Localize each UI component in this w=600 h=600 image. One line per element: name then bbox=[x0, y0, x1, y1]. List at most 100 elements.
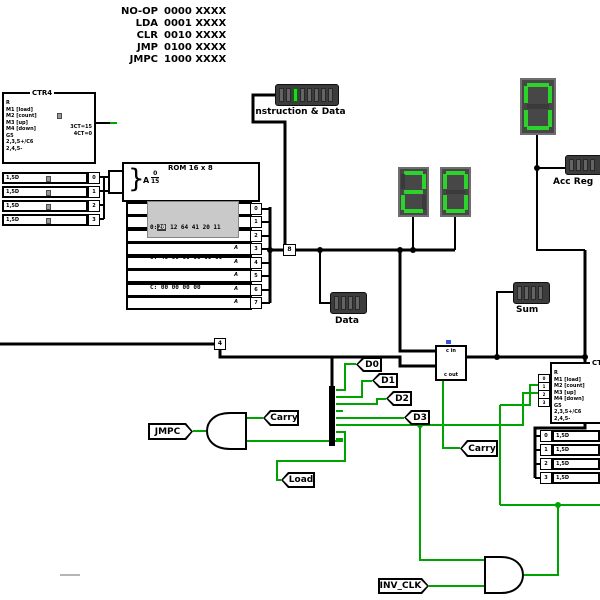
led-segment bbox=[334, 296, 339, 310]
acc-input-tab[interactable]: 0 bbox=[540, 430, 552, 442]
counter-pins: R M1 [load] M2 [count] M3 [up] M4 [down]… bbox=[6, 100, 37, 152]
display-segment bbox=[463, 174, 468, 190]
display-segment bbox=[404, 208, 423, 213]
clock-and-gate[interactable] bbox=[484, 556, 525, 594]
tag-label: JMPC bbox=[154, 426, 181, 437]
pin-label: G5 bbox=[6, 132, 14, 139]
pin-label: M3 [up] bbox=[554, 389, 576, 396]
carry-out-label: c out bbox=[443, 372, 459, 378]
acc-stage-row[interactable]: 1,5D bbox=[552, 444, 600, 456]
rom-bit-tab[interactable]: 1 bbox=[250, 216, 262, 228]
led-segment bbox=[517, 286, 522, 300]
display-segment bbox=[446, 189, 465, 195]
bus-width-label: 4 bbox=[214, 338, 226, 350]
tag-d2[interactable]: D2 bbox=[386, 391, 412, 406]
acc-stage-row[interactable]: 1,5D bbox=[552, 472, 600, 484]
rom-data-row: 0:20 12 64 41 20 11 bbox=[150, 223, 236, 233]
sum-led-bar[interactable] bbox=[513, 282, 550, 304]
acc-digit-display[interactable] bbox=[520, 78, 556, 135]
rom-bit-tab[interactable]: 0 bbox=[250, 203, 262, 215]
pin-label: R bbox=[554, 370, 558, 376]
tag-carry-adder[interactable]: Carry bbox=[460, 440, 498, 457]
ct-down-label: 4CT=0 bbox=[73, 130, 92, 137]
hi-digit-display[interactable] bbox=[398, 167, 429, 217]
rom-bit-tab[interactable]: 5 bbox=[250, 270, 262, 282]
pin-label: M3 [up] bbox=[6, 119, 28, 126]
rom[interactable]: ROM 16 x 8 } A 0 15 bbox=[122, 162, 260, 202]
acc-input-tab[interactable]: 2 bbox=[540, 458, 552, 470]
bus-width-label: 8 bbox=[283, 244, 296, 256]
display-segment bbox=[523, 85, 529, 104]
stage-label: 1,5D bbox=[556, 475, 570, 481]
bus-splitter[interactable] bbox=[329, 386, 335, 446]
mnemonic: NO-OP bbox=[120, 6, 158, 17]
pin-marker bbox=[46, 190, 51, 196]
rom-data-row: 6: 40 00 00 00 00 00 bbox=[150, 253, 236, 263]
stage-label: 1,5D bbox=[6, 175, 20, 181]
pin-label: M1 [load] bbox=[6, 106, 33, 113]
rom-bit-tab[interactable]: 3 bbox=[250, 243, 262, 255]
data-led-bar[interactable] bbox=[330, 292, 367, 314]
tag-d1[interactable]: D1 bbox=[372, 373, 398, 388]
table-row: NO-OP 0000 XXXX bbox=[118, 6, 226, 18]
led-segment bbox=[293, 88, 298, 102]
led-segment bbox=[569, 159, 574, 171]
pc-output-tab[interactable]: 1 bbox=[88, 186, 100, 198]
selected-word: 20 bbox=[157, 224, 167, 231]
tag-carry-jmpc[interactable]: Carry bbox=[263, 410, 299, 426]
carry-out-labels: 3CT=15 4CT=0 bbox=[70, 124, 92, 137]
led-segment bbox=[524, 286, 529, 300]
led-segment bbox=[341, 296, 346, 310]
stage-label: 1,5D bbox=[556, 461, 570, 467]
acc-stage-row[interactable]: 1,5D bbox=[552, 430, 600, 442]
adder[interactable]: c in c out bbox=[435, 345, 467, 381]
address-brace: } bbox=[128, 164, 145, 194]
pc-stage-row[interactable]: 1,5D bbox=[2, 172, 88, 184]
instruction-led-bar[interactable] bbox=[275, 84, 339, 106]
pin-label: M1 [load] bbox=[554, 376, 581, 383]
display-segment bbox=[404, 171, 423, 176]
jmpc-and-gate[interactable] bbox=[205, 412, 247, 450]
tag-jmpc[interactable]: JMPC bbox=[148, 423, 193, 440]
tag-d3[interactable]: D3 bbox=[404, 410, 430, 425]
pc-output-tab[interactable]: 3 bbox=[88, 214, 100, 226]
counter-pins: R M1 [load] M2 [count] M3 [up] M4 [down]… bbox=[554, 370, 585, 422]
pc-stage-row[interactable]: 1,5D bbox=[2, 200, 88, 212]
pin-label: M2 [count] bbox=[554, 383, 585, 389]
acc-counter[interactable]: CTR4 R M1 [load] M2 [count] M3 [up] M4 [… bbox=[550, 359, 600, 424]
addr-prefix: 6: bbox=[150, 254, 158, 261]
carry-in-pin bbox=[446, 340, 451, 344]
pc-stage-row[interactable]: 1,5D bbox=[2, 186, 88, 198]
row-marker: A bbox=[234, 299, 238, 305]
rom-row[interactable]: A bbox=[126, 269, 252, 283]
rom-bit-tab[interactable]: 2 bbox=[250, 230, 262, 242]
rom-bit-tab[interactable]: 7 bbox=[250, 297, 262, 309]
tag-d0[interactable]: D0 bbox=[356, 357, 382, 372]
tag-load[interactable]: Load bbox=[281, 472, 315, 488]
display-segment bbox=[526, 82, 550, 88]
rom-contents-panel[interactable]: 0:20 12 64 41 20 11 6: 40 00 00 00 00 00… bbox=[147, 201, 239, 291]
counter-title: CTR4 bbox=[30, 89, 55, 97]
led-segment bbox=[348, 296, 353, 310]
tag-inv-clk[interactable]: INV_CLK bbox=[378, 578, 429, 594]
acc-stage-row[interactable]: 1,5D bbox=[552, 458, 600, 470]
rom-bit-tab[interactable]: 6 bbox=[250, 284, 262, 296]
pin-marker bbox=[46, 176, 51, 182]
acc-input-tab[interactable]: 3 bbox=[540, 472, 552, 484]
display-segment bbox=[443, 174, 448, 190]
pc-stage-row[interactable]: 1,5D bbox=[2, 214, 88, 226]
acc-ctrl-tab[interactable]: 3 bbox=[538, 398, 550, 407]
tag-label: D3 bbox=[413, 412, 427, 423]
lo-digit-display[interactable] bbox=[440, 167, 471, 217]
pc-output-tab[interactable]: 2 bbox=[88, 200, 100, 212]
display-segment bbox=[443, 194, 448, 210]
acc-led-bar[interactable] bbox=[565, 155, 600, 175]
acc-input-tab[interactable]: 1 bbox=[540, 444, 552, 456]
program-counter[interactable]: CTR4 R M1 [load] M2 [count] M3 [up] M4 [… bbox=[2, 89, 96, 164]
pc-output-tab[interactable]: 0 bbox=[88, 172, 100, 184]
led-segment bbox=[286, 88, 291, 102]
encoding: 0000 XXXX bbox=[164, 6, 227, 17]
rom-bit-tab[interactable]: 4 bbox=[250, 257, 262, 269]
